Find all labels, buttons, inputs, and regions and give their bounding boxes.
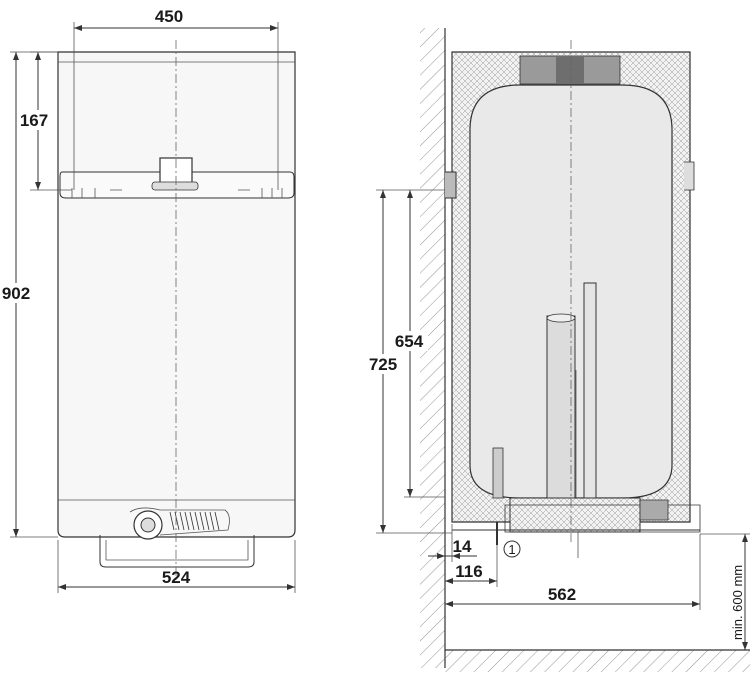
dimension-14: 14 xyxy=(428,524,477,562)
dimension-902: 902 xyxy=(0,51,58,538)
floor-hatch xyxy=(445,650,750,672)
dimension-116: 116 xyxy=(445,545,498,587)
dim-label-14: 14 xyxy=(453,537,472,556)
dim-label-116: 116 xyxy=(455,562,482,581)
side-view: 725 654 14 116 1 xyxy=(365,28,750,672)
dimension-450: 450 xyxy=(73,7,279,190)
bottom-assembly xyxy=(509,497,641,533)
dim-label-524: 524 xyxy=(162,568,191,587)
dim-label-167: 167 xyxy=(20,111,48,130)
callout-1: 1 xyxy=(503,540,521,558)
dim-label-min-600: min. 600 mm xyxy=(730,565,745,640)
dimension-562: 562 xyxy=(445,534,701,610)
dim-label-654: 654 xyxy=(395,332,424,351)
dim-label-725: 725 xyxy=(369,355,397,374)
bottom-cover xyxy=(99,535,255,568)
dimension-654: 654 xyxy=(392,190,445,498)
dim-label-562: 562 xyxy=(548,585,576,604)
dimension-min-600: min. 600 mm xyxy=(700,533,750,650)
dimension-725: 725 xyxy=(365,189,452,534)
heater-body-front xyxy=(57,51,296,538)
dim-label-902: 902 xyxy=(2,284,30,303)
dim-label-450: 450 xyxy=(155,7,183,26)
control-knob xyxy=(129,507,230,540)
dimension-524: 524 xyxy=(57,540,296,593)
inlet-pipe xyxy=(492,447,504,499)
callout-number: 1 xyxy=(508,542,515,557)
heating-tube xyxy=(546,315,576,499)
sensor-tube xyxy=(583,282,597,499)
front-view: 450 167 902 524 xyxy=(0,7,296,593)
wall-bracket xyxy=(445,171,457,199)
